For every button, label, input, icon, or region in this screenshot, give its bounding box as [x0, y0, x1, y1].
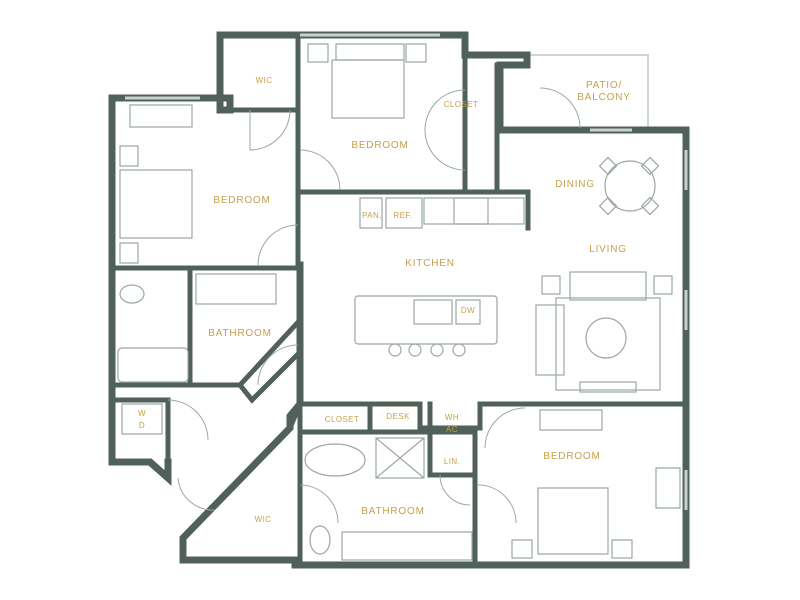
sofa: [569, 271, 647, 301]
stool: [430, 343, 444, 357]
door-swing: [424, 89, 466, 171]
dining-table: [604, 160, 656, 212]
chair: [640, 196, 660, 216]
tub: [304, 443, 366, 477]
room-label-desk: DESK: [386, 412, 410, 421]
room-label-bathroom-left: BATHROOM: [208, 328, 272, 339]
side-table: [653, 275, 673, 295]
bed: [331, 59, 405, 119]
dresser: [655, 467, 681, 509]
nightstand: [307, 43, 329, 63]
door-swing: [484, 407, 526, 449]
interior-wall: [297, 429, 478, 568]
shower-x: [375, 437, 425, 479]
room-label-patio: PATIO/ BALCONY: [577, 80, 631, 103]
room-label-dining: DINING: [555, 179, 595, 190]
room-label-bathroom-bottom: BATHROOM: [361, 506, 425, 517]
door-swing: [539, 87, 581, 129]
sofa: [535, 304, 565, 376]
kitchen-island: [354, 295, 498, 345]
door-swing: [249, 109, 291, 151]
room-label-wic-top: WIC: [255, 76, 273, 85]
dresser: [335, 43, 405, 61]
bed: [537, 487, 609, 555]
interior-wall: [236, 348, 304, 404]
stool: [408, 343, 422, 357]
chair: [640, 156, 660, 176]
nightstand: [119, 242, 139, 264]
living-rug: [555, 297, 661, 391]
room-label-bedroom-left: BEDROOM: [213, 195, 271, 206]
vanity: [195, 273, 277, 305]
shower: [375, 437, 425, 479]
room-label-wh-ac: WH AC: [444, 413, 460, 434]
washer-dryer: [121, 403, 163, 435]
door-swing: [477, 484, 517, 524]
nightstand: [119, 145, 139, 167]
door-swing: [257, 344, 299, 386]
room-label-closet-bottom: CLOSET: [324, 415, 360, 424]
door-swing: [177, 477, 216, 511]
nightstand: [511, 539, 533, 559]
exterior-wall-left-lower: [108, 458, 172, 486]
room-label-linen: LIN.: [443, 457, 461, 466]
room-label-bedroom-top: BEDROOM: [351, 140, 409, 151]
dishwasher-box: [455, 299, 481, 325]
toilet: [309, 525, 331, 555]
range: [453, 197, 489, 225]
toilet: [119, 284, 145, 304]
side-table: [541, 275, 561, 295]
nightstand: [405, 43, 427, 63]
interior-wall: [187, 265, 304, 388]
door-swing: [167, 399, 209, 441]
room-label-closet-top: CLOSET: [443, 100, 479, 109]
fridge-box: [385, 197, 423, 229]
chair: [598, 156, 618, 176]
pantry-box: [359, 197, 383, 229]
room-label-washer-dryer: W D: [138, 409, 146, 430]
door-swing: [439, 474, 471, 506]
desk: [129, 104, 193, 128]
room-label-fridge: REF.: [393, 211, 413, 220]
vanity: [341, 531, 473, 561]
exterior-wall-left: [108, 31, 234, 486]
tub: [117, 347, 189, 383]
room-label-living: LIVING: [589, 244, 627, 255]
chair: [598, 196, 618, 216]
room-label-dishwasher: DW: [460, 306, 476, 315]
nightstand: [611, 539, 633, 559]
patio-outline: [500, 54, 649, 130]
kitchen-sink: [413, 299, 453, 325]
interior-wall: [217, 107, 301, 268]
stool: [388, 343, 402, 357]
door-swing: [257, 224, 299, 266]
room-label-kitchen: KITCHEN: [405, 258, 455, 269]
room-label-pantry: PAN.: [362, 211, 382, 220]
counter: [423, 197, 525, 225]
room-label-wic-bottom: WIC: [254, 515, 272, 524]
door-swing: [299, 149, 341, 191]
coffee-table: [585, 317, 627, 359]
desk: [539, 409, 603, 431]
room-label-bedroom-right: BEDROOM: [543, 451, 601, 462]
bed: [119, 169, 193, 239]
stool: [452, 343, 466, 357]
door-swing: [299, 484, 339, 524]
interior-wall: [345, 189, 531, 231]
tv-console: [579, 381, 637, 393]
